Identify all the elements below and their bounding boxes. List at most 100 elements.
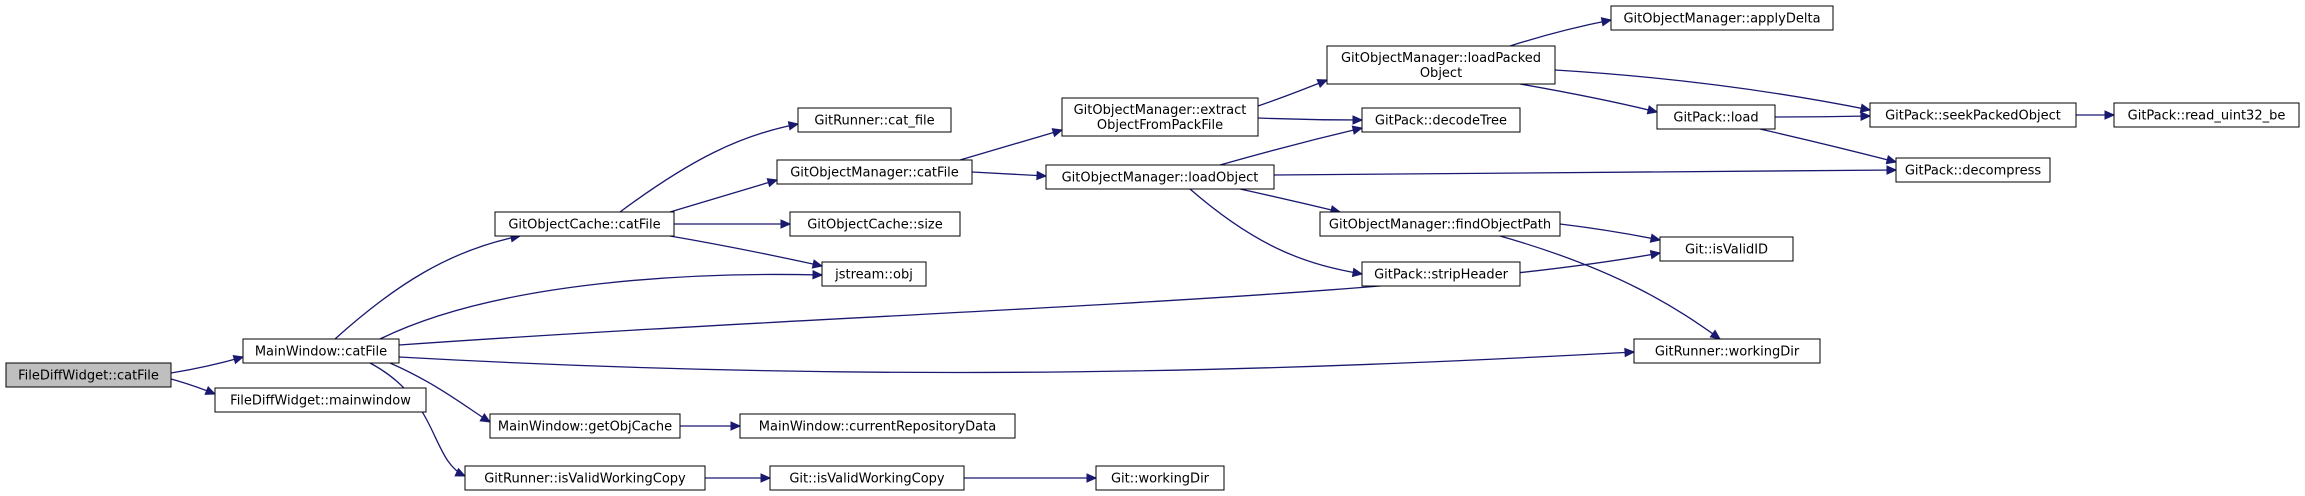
node-gitpack_read_uint32_be[interactable]: GitPack::read_uint32_be — [2113, 102, 2300, 128]
node-label: GitPack::read_uint32_be — [2128, 109, 2286, 124]
edge-gitpack_load-to-gitpack_decompress — [1759, 128, 1898, 165]
node-box — [1895, 157, 2051, 183]
edge-filediff_catfile-to-mainwindow_catfile — [170, 355, 245, 374]
node-label: GitPack::decodeTree — [1375, 114, 1507, 129]
node-gitobjectcache_size[interactable]: GitObjectCache::size — [789, 211, 961, 237]
node-gitpack_decodetree[interactable]: GitPack::decodeTree — [1361, 107, 1521, 133]
node-label: GitRunner::cat_file — [814, 114, 934, 129]
edge-gitobjectcache_catfile-to-gitrunner_cat_file — [619, 121, 800, 213]
node-gitpack_load[interactable]: GitPack::load — [1656, 104, 1776, 130]
arrowhead-icon — [1351, 267, 1364, 278]
edge-git_isvalidworkingcopy-to-git_workingdir — [964, 473, 1098, 483]
node-gom_loadobject[interactable]: GitObjectManager::loadObject — [1045, 164, 1275, 190]
node-gom_applydelta[interactable]: GitObjectManager::applyDelta — [1610, 5, 1834, 31]
edge-line — [1499, 235, 1721, 340]
edge-line — [369, 362, 466, 477]
edge-line — [1554, 69, 1871, 111]
arrowhead-icon — [1316, 79, 1329, 88]
edge-line — [669, 235, 823, 267]
node-box — [739, 413, 1016, 439]
arrowhead-icon — [2104, 110, 2116, 120]
node-box — [242, 338, 400, 364]
edge-gom_findobjectpath-to-git_isvalidid — [1559, 223, 1662, 243]
node-label: jstream::obj — [834, 268, 913, 283]
edge-line — [669, 179, 778, 213]
node-git_isvalidid[interactable]: Git::isValidID — [1659, 236, 1794, 262]
node-mainwindow_catfile[interactable]: MainWindow::catFile — [242, 338, 400, 364]
node-label: GitPack::decompress — [1905, 164, 2042, 179]
node-gitobjectcache_catfile[interactable]: GitObjectCache::catFile — [494, 211, 675, 237]
edge-line — [379, 273, 823, 340]
arrowhead-icon — [1886, 165, 1898, 175]
node-box — [494, 211, 675, 237]
node-box — [1326, 45, 1556, 85]
edge-gom_catfile-to-gom_extract — [959, 128, 1064, 161]
node-gitpack_seekpacked[interactable]: GitPack::seekPackedObject — [1869, 102, 2077, 128]
arrowhead-icon — [454, 467, 467, 477]
node-box — [1319, 211, 1561, 237]
node-box — [489, 413, 681, 439]
edge-mainwindow_catfile-to-gitobjectcache_catfile — [334, 233, 522, 340]
node-filediff_catfile[interactable]: FileDiffWidget::catFile — [5, 362, 172, 388]
node-git_workingdir[interactable]: Git::workingDir — [1095, 465, 1225, 491]
node-label: GitRunner::workingDir — [1655, 345, 1800, 360]
arrowhead-icon — [760, 473, 772, 483]
edge-gitobjectcache_catfile-to-jstream_obj — [669, 235, 824, 269]
arrowhead-icon — [1624, 347, 1636, 358]
node-label: MainWindow::catFile — [255, 345, 387, 360]
node-label: GitObjectManager::findObjectPath — [1329, 218, 1551, 233]
edge-mainwindow_catfile-to-jstream_obj — [379, 269, 824, 340]
node-gom_extract[interactable]: GitObjectManager::extractObjectFromPackF… — [1061, 97, 1259, 137]
edge-gom_loadobject-to-gom_findobjectpath — [1239, 188, 1342, 215]
node-box — [789, 211, 961, 237]
node-filediff_mainwindow[interactable]: FileDiffWidget::mainwindow — [214, 387, 427, 413]
node-git_isvalidworkingcopy[interactable]: Git::isValidWorkingCopy — [769, 465, 965, 491]
arrowhead-icon — [780, 219, 792, 229]
node-gitpack_decompress[interactable]: GitPack::decompress — [1895, 157, 2051, 183]
node-label: GitPack::load — [1673, 111, 1758, 126]
arrowhead-icon — [1649, 249, 1662, 260]
edge-mainwindow_catfile-to-git_isvalidid — [398, 249, 1662, 346]
node-label: Object — [1420, 66, 1462, 81]
node-box — [769, 465, 965, 491]
node-gom_findobjectpath[interactable]: GitObjectManager::findObjectPath — [1319, 211, 1561, 237]
node-gom_catfile[interactable]: GitObjectManager::catFile — [776, 159, 973, 185]
node-box — [1869, 102, 2077, 128]
edge-gom_extract-to-gitpack_decodetree — [1257, 115, 1364, 125]
node-gitpack_stripheader[interactable]: GitPack::stripHeader — [1361, 261, 1521, 287]
node-jstream_obj[interactable]: jstream::obj — [821, 261, 927, 287]
arrowhead-icon — [479, 413, 492, 423]
node-label: MainWindow::currentRepositoryData — [759, 420, 996, 435]
arrowhead-icon — [1051, 128, 1064, 138]
node-box — [464, 465, 706, 491]
edge-gom_extract-to-gom_loadpacked — [1257, 79, 1329, 107]
edge-line — [971, 171, 1047, 177]
node-label: GitObjectCache::catFile — [508, 218, 660, 233]
node-label: Git::workingDir — [1111, 472, 1210, 487]
edge-gitpack_seekpacked-to-gitpack_read_uint32_be — [2075, 110, 2116, 120]
node-label: GitObjectManager::loadPacked — [1341, 51, 1541, 66]
node-box — [1656, 104, 1776, 130]
edge-mainwindow_getobjcache-to-mainwindow_currentrepositorydata — [680, 421, 742, 431]
node-label: FileDiffWidget::mainwindow — [230, 394, 411, 409]
edge-gom_loadpacked-to-gom_applydelta — [1509, 17, 1613, 47]
node-gitrunner_cat_file[interactable]: GitRunner::cat_file — [797, 107, 952, 133]
node-label: MainWindow::getObjCache — [498, 420, 672, 435]
node-mainwindow_currentrepositorydata[interactable]: MainWindow::currentRepositoryData — [739, 413, 1016, 439]
edge-gom_loadpacked-to-gitpack_load — [1519, 83, 1659, 115]
edge-mainwindow_catfile-to-mainwindow_getobjcache — [389, 362, 492, 423]
edge-line — [1257, 117, 1363, 121]
node-gitrunner_workingdir[interactable]: GitRunner::workingDir — [1633, 338, 1821, 364]
nodes-layer: FileDiffWidget::catFile MainWindow::catFi… — [5, 5, 2300, 491]
arrowhead-icon — [1036, 170, 1048, 181]
edge-gom_catfile-to-gom_loadobject — [971, 170, 1048, 181]
arrowhead-icon — [1351, 125, 1364, 135]
node-label: FileDiffWidget::catFile — [18, 369, 159, 384]
node-label: Git::isValidWorkingCopy — [789, 472, 945, 487]
edge-line — [1509, 19, 1612, 47]
node-mainwindow_getobjcache[interactable]: MainWindow::getObjCache — [489, 413, 681, 439]
arrowhead-icon — [1859, 103, 1872, 113]
edges-layer — [170, 17, 2116, 483]
node-gitrunner_isvalidworkingcopy[interactable]: GitRunner::isValidWorkingCopy — [464, 465, 706, 491]
